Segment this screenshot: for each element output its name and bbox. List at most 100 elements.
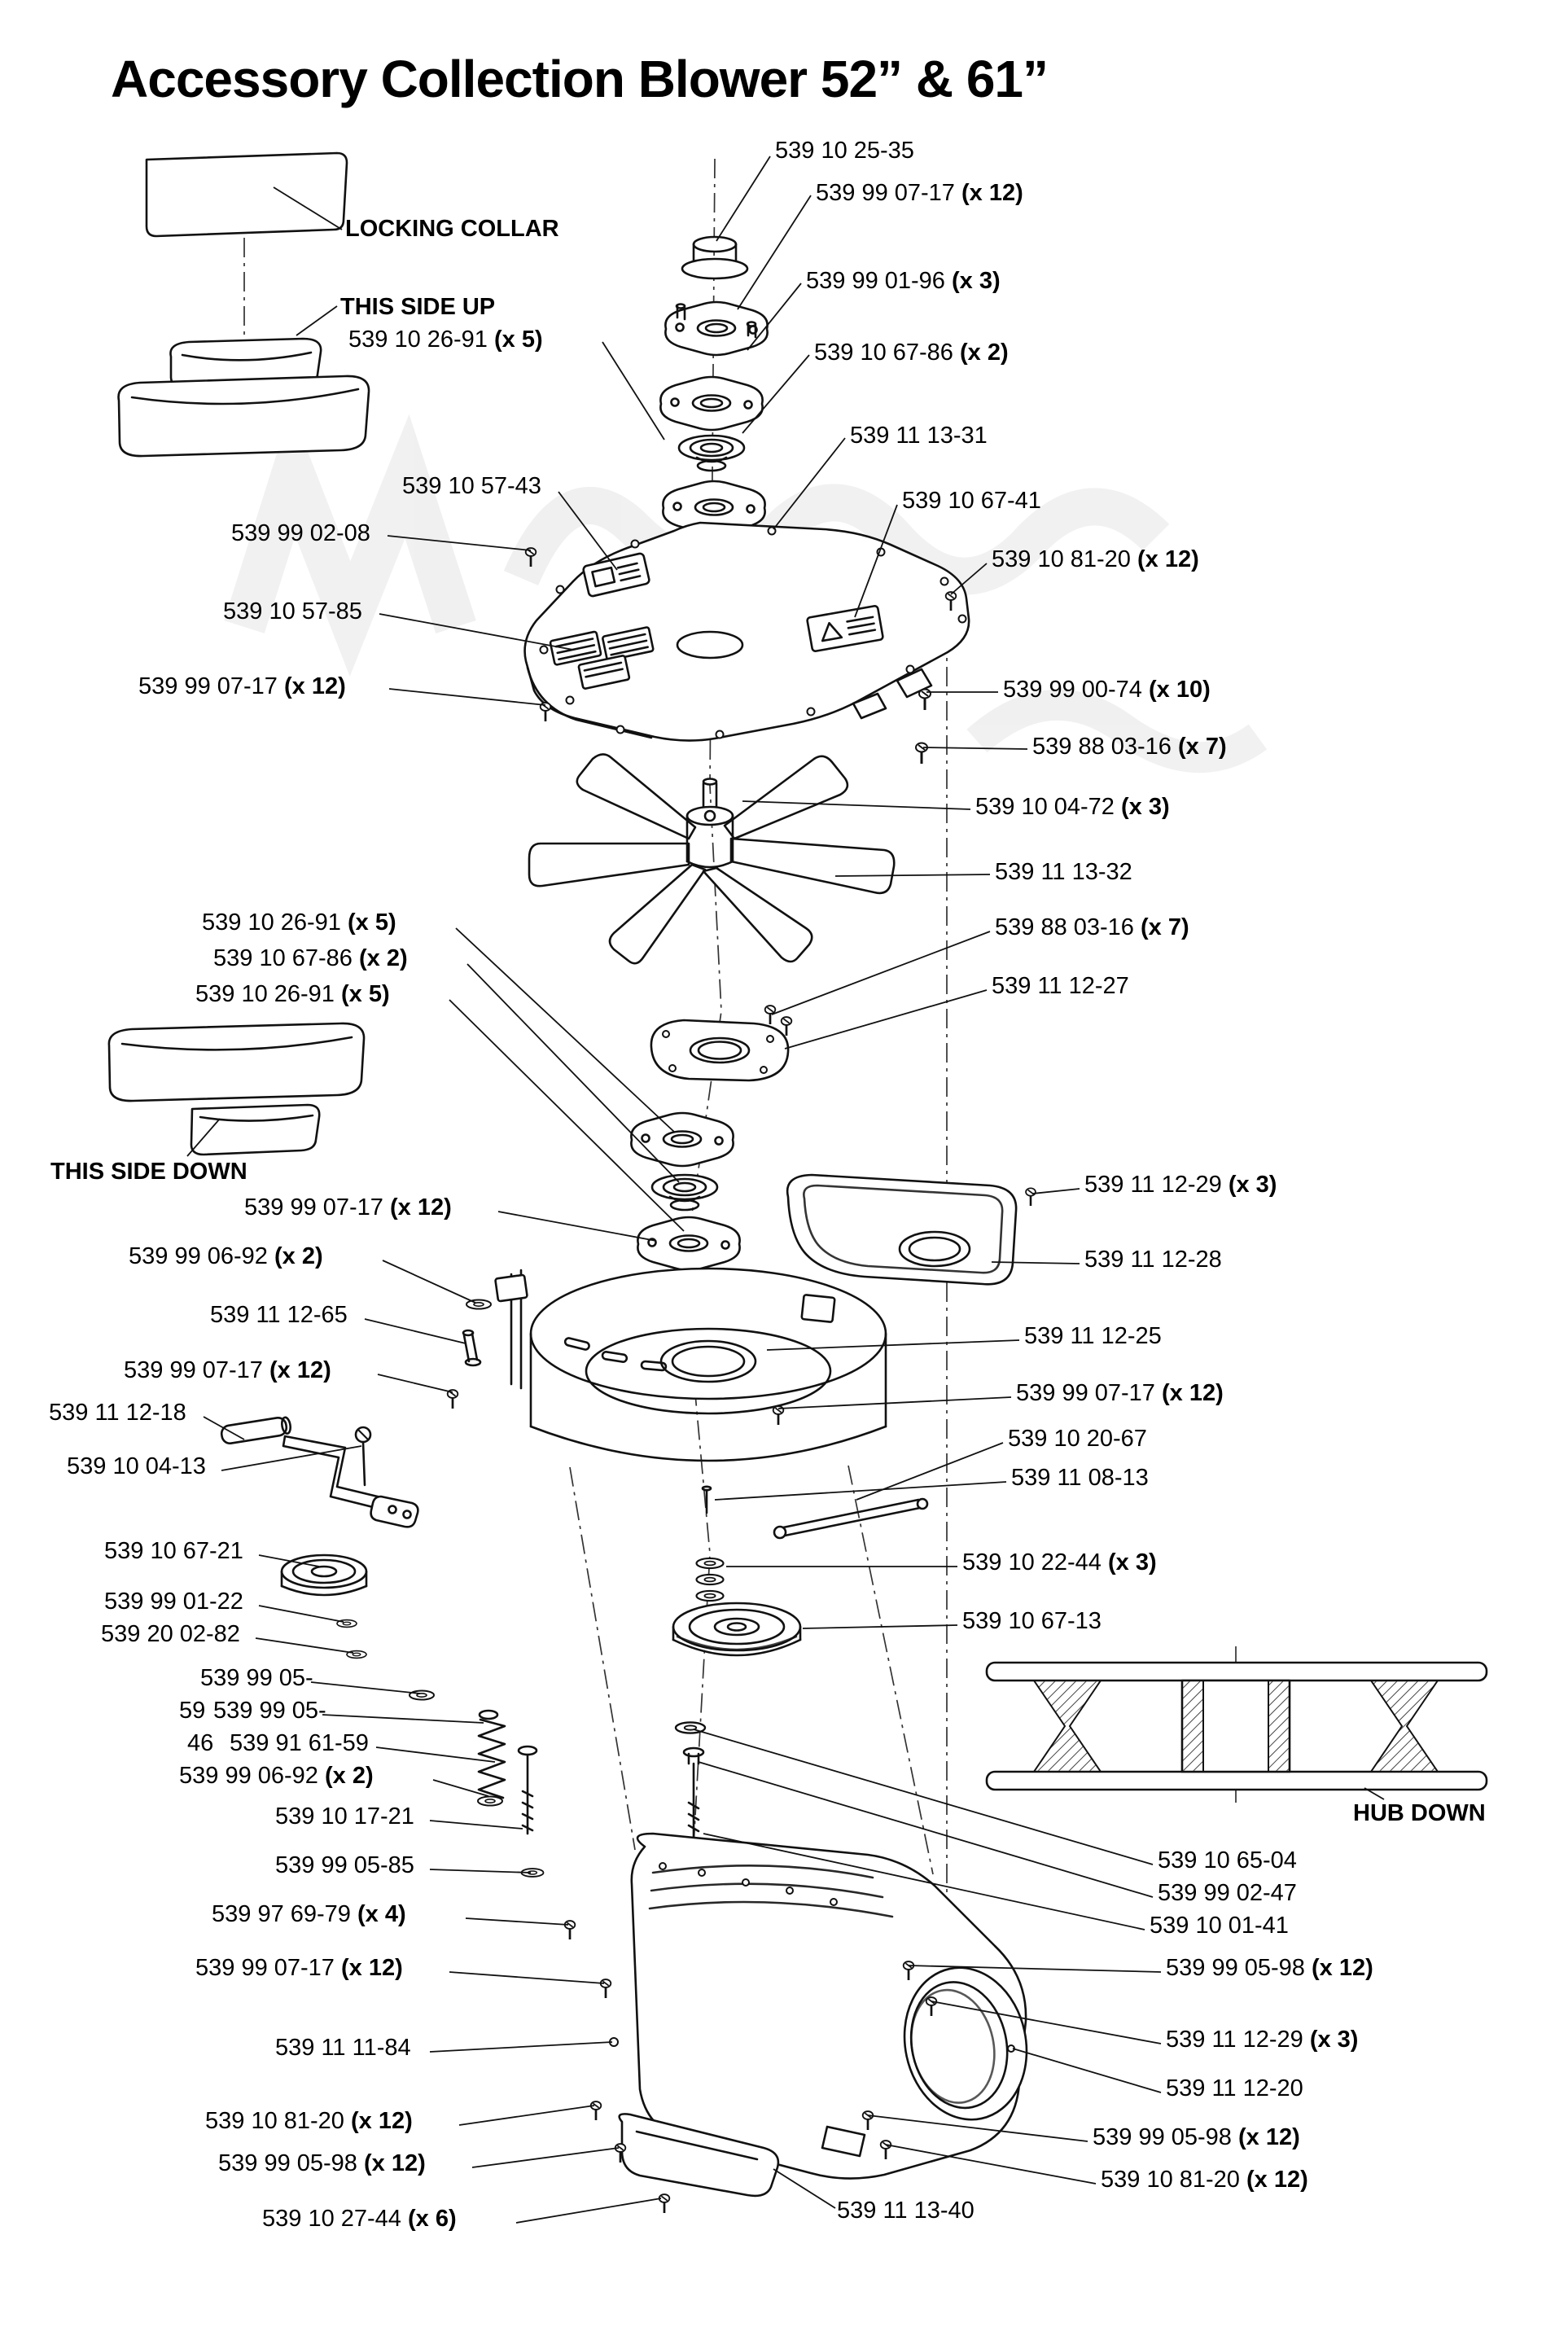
part-number-label: 539 10 67-21 (104, 1538, 243, 1564)
part-number-label: 539 10 27-44 (x 6) (262, 2206, 457, 2232)
leader-line (703, 1833, 1145, 1930)
part-number-label: 539 10 01-41 (1150, 1913, 1289, 1939)
part-number-label: 539 10 04-13 (67, 1453, 206, 1479)
leader-line (698, 1761, 1154, 1898)
leader-line (255, 1637, 354, 1654)
collar-this-side-up (117, 337, 370, 458)
leader-line (379, 613, 574, 651)
part-number-label: 539 88 03-16 (x 7) (995, 914, 1189, 940)
leader-line (784, 989, 988, 1050)
leader-line (310, 1681, 421, 1694)
blower-housing (563, 1832, 1028, 2215)
part-number-label: 539 11 12-25 (1024, 1323, 1162, 1349)
part-number-label: 539 97 69-79 (x 4) (212, 1901, 406, 1927)
part-number-label: 539 99 05- (200, 1665, 313, 1691)
part-number-label: 539 10 04-72 (x 3) (975, 794, 1170, 820)
part-number-label: 539 10 20-67 (1008, 1426, 1147, 1452)
note-label: HUB DOWN (1353, 1800, 1486, 1826)
note-label: THIS SIDE DOWN (50, 1159, 247, 1185)
part-number-label: 59 (179, 1698, 206, 1724)
part-number-label: 539 10 81-20 (x 12) (205, 2108, 413, 2134)
leader-line (273, 186, 343, 230)
leader-line (922, 747, 1028, 750)
leader-line (908, 1965, 1162, 1973)
leader-line (203, 1416, 245, 1440)
leader-line (747, 283, 802, 351)
leader-line (766, 1339, 1020, 1351)
part-number-label: 539 99 05- (213, 1698, 326, 1724)
part-number-label: 539 11 13-31 (850, 423, 988, 449)
leader-line (1012, 2048, 1162, 2093)
impeller (528, 753, 896, 965)
page-title: Accessory Collection Blower 52” & 61” (111, 50, 1049, 108)
part-number-label: 539 10 57-43 (402, 473, 541, 499)
part-number-label: 539 10 67-41 (902, 488, 1041, 514)
part-number-label: 539 11 12-27 (992, 973, 1129, 999)
leader-line (375, 1746, 496, 1763)
leader-line (867, 2114, 1088, 2142)
leader-line (466, 963, 680, 1183)
leader-line (429, 1869, 532, 1873)
leader-line (377, 1374, 453, 1393)
part-number-label: 539 99 07-17 (x 12) (244, 1194, 452, 1220)
part-number-label: 539 99 05-85 (275, 1852, 414, 1878)
drive-pulley (672, 1602, 802, 1840)
upper-bearing-flange-stack (659, 235, 769, 536)
collar-this-side-down (107, 1022, 366, 1156)
leader-line (186, 1118, 221, 1157)
leader-line (558, 491, 618, 571)
leader-line (322, 1714, 484, 1724)
part-number-label: 539 99 06-92 (x 2) (129, 1243, 323, 1269)
part-number-label: 539 11 11-84 (275, 2035, 411, 2061)
part-number-label: 539 11 13-40 (837, 2198, 975, 2224)
leader-line (388, 688, 546, 706)
part-number-label: 539 99 01-22 (104, 1589, 243, 1615)
part-number-label: 539 99 06-92 (x 2) (179, 1763, 374, 1789)
center-hardware (695, 1485, 929, 1602)
part-number-label: 539 99 07-17 (x 12) (138, 673, 346, 699)
mount-plate (650, 1004, 793, 1082)
leader-line (834, 874, 991, 877)
part-number-label: 539 10 67-86 (x 2) (814, 340, 1009, 366)
part-number-label: 539 99 05-98 (x 12) (218, 2150, 426, 2176)
part-number-label: 539 10 17-21 (275, 1803, 414, 1830)
leader-line (465, 1917, 569, 1926)
leader-line (382, 1260, 476, 1304)
part-number-label: 539 10 25-35 (775, 138, 914, 164)
leader-line (458, 2105, 595, 2126)
leader-line (429, 2041, 613, 2053)
part-number-label: 539 10 22-44 (x 3) (962, 1549, 1157, 1575)
part-number-label: 539 99 07-17 (x 12) (124, 1357, 331, 1383)
leader-line (931, 2001, 1162, 2044)
part-number-label: 539 10 26-91 (x 5) (195, 981, 390, 1007)
lower-bearing-flange-stack (630, 1111, 741, 1272)
part-number-label: 539 10 67-13 (962, 1608, 1102, 1634)
leader-line (1364, 1787, 1385, 1800)
tension-spring-assembly (409, 1689, 545, 1878)
leader-line (773, 437, 846, 530)
part-number-label: 539 91 61-59 (230, 1730, 369, 1756)
part-number-label: 539 10 81-20 (x 12) (1101, 2167, 1308, 2193)
leader-line (515, 2198, 662, 2224)
part-number-label: 539 99 05-98 (x 12) (1093, 2124, 1300, 2150)
leader-line (364, 1318, 466, 1344)
part-number-label: 539 99 00-74 (x 10) (1003, 677, 1211, 703)
part-number-label: 539 10 26-91 (x 5) (348, 326, 543, 353)
leader-line (737, 195, 812, 310)
leader-line (714, 1481, 1007, 1501)
leader-line (449, 1971, 605, 1984)
leader-line (742, 354, 810, 434)
note-label: LOCKING COLLAR (345, 216, 559, 242)
part-number-label: 539 11 12-29 (x 3) (1084, 1172, 1277, 1198)
part-number-label: 539 99 05-98 (x 12) (1166, 1955, 1373, 1981)
part-number-label: 539 88 03-16 (x 7) (1032, 734, 1227, 760)
part-number-label: 539 99 07-17 (x 12) (195, 1955, 403, 1981)
leader-line (773, 2168, 836, 2209)
leader-line (742, 800, 971, 810)
leader-line (432, 1779, 489, 1797)
pulley-cross-section (985, 1661, 1488, 1791)
leader-line (221, 1445, 362, 1471)
part-number-label: 539 10 67-86 (x 2) (213, 945, 408, 971)
